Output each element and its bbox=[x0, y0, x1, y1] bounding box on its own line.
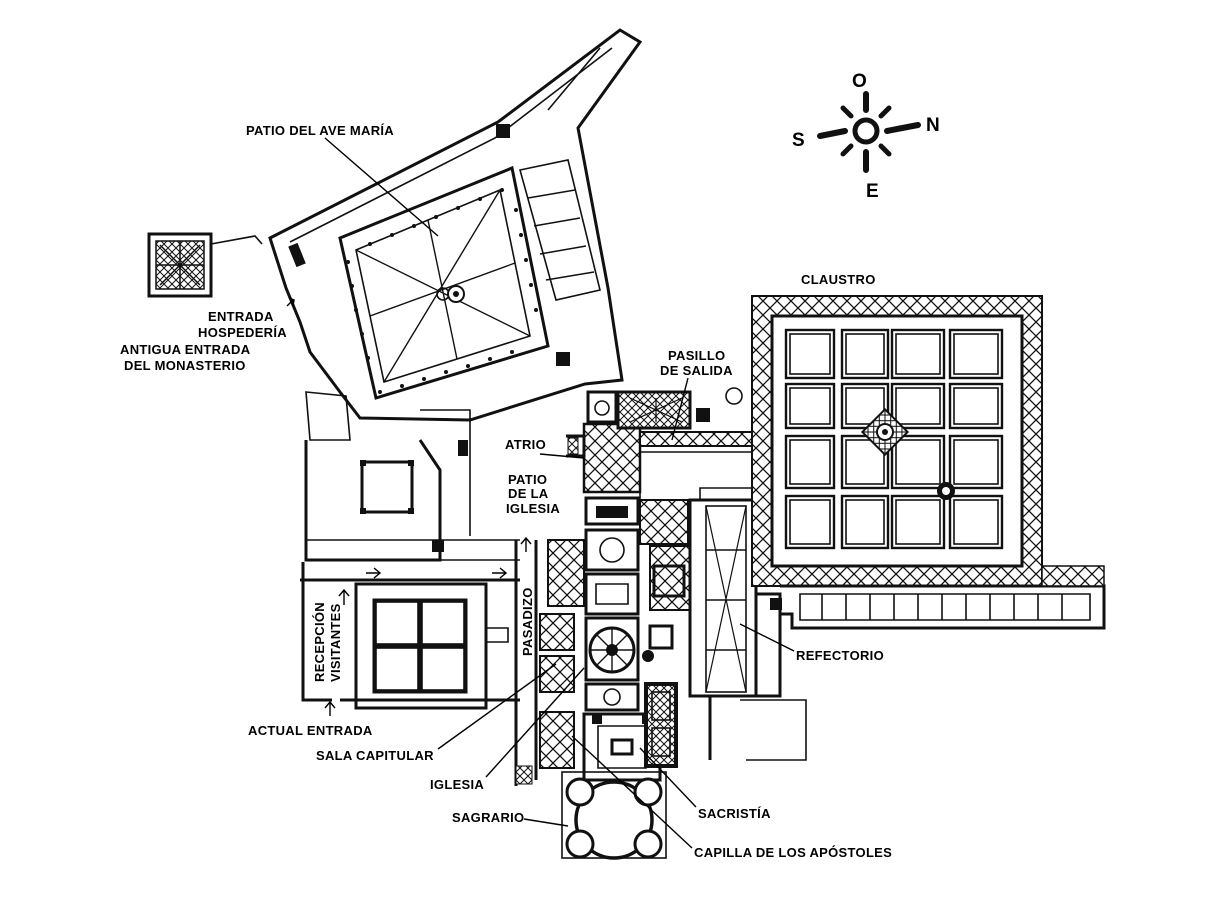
label-patio-ave-maria: PATIO DEL AVE MARÍA bbox=[246, 123, 394, 138]
refectorio-block bbox=[688, 498, 807, 761]
label-iglesia: IGLESIA bbox=[430, 777, 484, 792]
label-sacristia: SACRISTÍA bbox=[698, 806, 771, 821]
compass-east-label: E bbox=[866, 181, 879, 202]
label-antigua-entrada-line2: DEL MONASTERIO bbox=[124, 358, 246, 373]
label-pasadizo: PASADIZO bbox=[520, 587, 535, 656]
nw-tower bbox=[147, 232, 263, 298]
label-antigua-entrada-line1: ANTIGUA ENTRADA bbox=[120, 342, 251, 357]
leader-lines bbox=[286, 137, 795, 849]
reception-block bbox=[300, 562, 520, 710]
label-capilla-apostoles: CAPILLA DE LOS APÓSTOLES bbox=[694, 845, 892, 860]
compass-south-label: S bbox=[792, 130, 805, 151]
label-sala-capitular: SALA CAPITULAR bbox=[316, 748, 434, 763]
label-patio-iglesia-line1: PATIO bbox=[508, 472, 547, 487]
compass-west-label: O bbox=[852, 71, 867, 92]
label-patio-iglesia-line3: IGLESIA bbox=[506, 501, 560, 516]
west-buildings bbox=[304, 391, 520, 562]
label-entrada-hospederia-line2: HOSPEDERÍA bbox=[198, 325, 287, 340]
label-recepcion-line1: RECEPCIÓN bbox=[312, 602, 327, 682]
label-entrada-hospederia-line1: ENTRADA bbox=[208, 309, 274, 324]
label-recepcion-line2: VISITANTES bbox=[328, 603, 343, 682]
label-claustro: CLAUSTRO bbox=[801, 272, 876, 287]
plan-labels: PATIO DEL AVE MARÍA ENTRADA HOSPEDERÍA A… bbox=[120, 123, 892, 860]
label-pasillo-line1: PASILLO bbox=[668, 348, 725, 363]
compass-rose: O N S E bbox=[792, 71, 940, 202]
claustro-block bbox=[751, 295, 1106, 630]
label-pasillo-line2: DE SALIDA bbox=[660, 363, 733, 378]
label-refectorio: REFECTORIO bbox=[796, 648, 884, 663]
patio-ave-maria-wing bbox=[268, 28, 643, 422]
compass-north-label: N bbox=[926, 115, 940, 136]
label-patio-iglesia-line2: DE LA bbox=[508, 486, 549, 501]
label-actual-entrada: ACTUAL ENTRADA bbox=[248, 723, 373, 738]
label-sagrario: SAGRARIO bbox=[452, 810, 524, 825]
label-atrio: ATRIO bbox=[505, 437, 546, 452]
church-complex bbox=[514, 390, 691, 860]
